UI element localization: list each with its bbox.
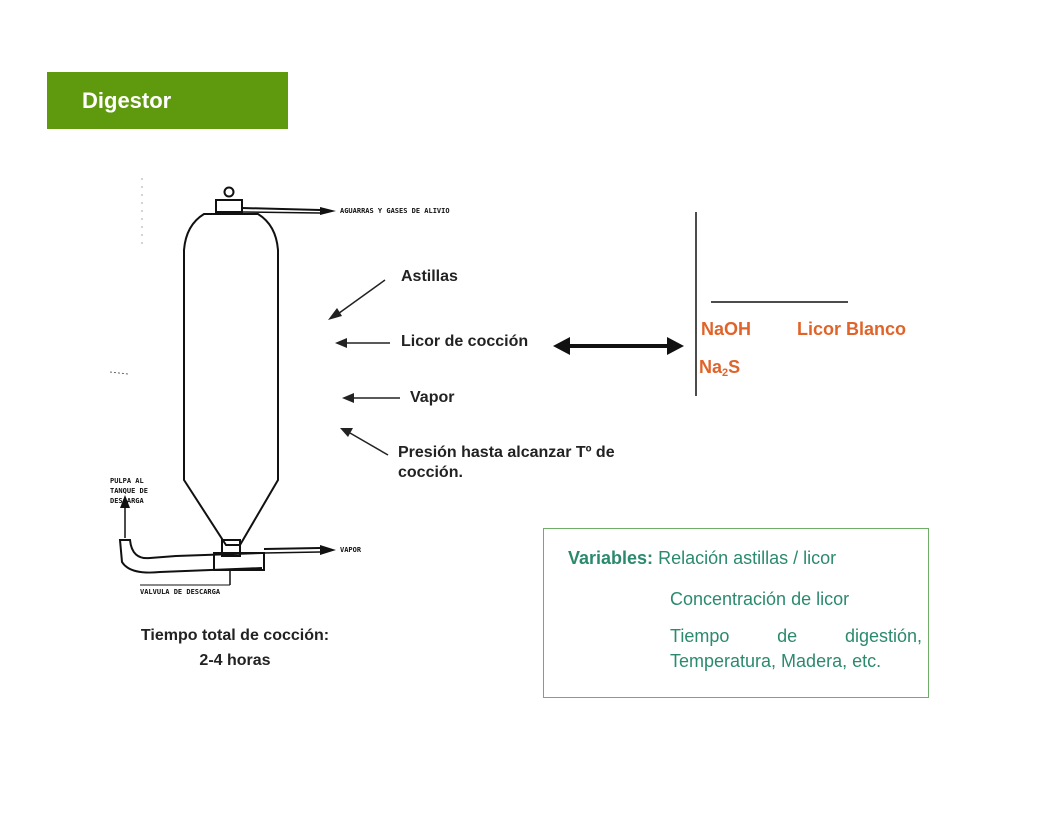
na2s-label: Na2S: [699, 357, 741, 379]
variables-line1: Variables: Relación astillas / licor: [568, 548, 836, 569]
variables-box: [543, 528, 929, 698]
presion-label-1: Presión hasta alcanzar Tº de: [398, 444, 615, 461]
gas-relief-label: AGUARRAS Y GASES DE ALIVIO: [340, 207, 450, 215]
variables-item3b: Temperatura, Madera, etc.: [670, 651, 882, 671]
variables-label: Variables:: [568, 548, 654, 568]
vapor-label: Vapor: [410, 389, 455, 406]
variables-item2: Concentración de licor: [670, 589, 850, 609]
licor-label: Licor de cocción: [401, 333, 529, 350]
pulp-label-3: DESCARGA: [110, 497, 144, 505]
astillas-label: Astillas: [401, 268, 458, 285]
discharge-pipe: [118, 539, 263, 574]
digester-vessel: [183, 213, 279, 546]
naoh-label: NaOH: [701, 319, 752, 339]
valve-label: VALVULA DE DESCARGA: [140, 588, 221, 596]
variables-item3a: Tiempo de digestión,: [670, 626, 922, 646]
cooking-time-line2: 2-4 horas: [199, 652, 271, 669]
arrow-presion: [349, 432, 389, 456]
pulp-label-2: TANQUE DE: [110, 487, 148, 495]
top-valve-icon: [223, 186, 235, 198]
arrow-astillas: [334, 279, 386, 317]
steam-label: VAPOR: [340, 546, 362, 554]
licor-blanco-label: Licor Blanco: [797, 319, 907, 339]
pulp-label-1: PULPA AL: [110, 477, 144, 485]
presion-label-2: cocción.: [398, 464, 463, 481]
cooking-time-line1: Tiempo total de cocción:: [140, 627, 330, 644]
slide-title: Digestor: [47, 72, 288, 129]
variables-item1: Relación astillas / licor: [658, 548, 837, 568]
